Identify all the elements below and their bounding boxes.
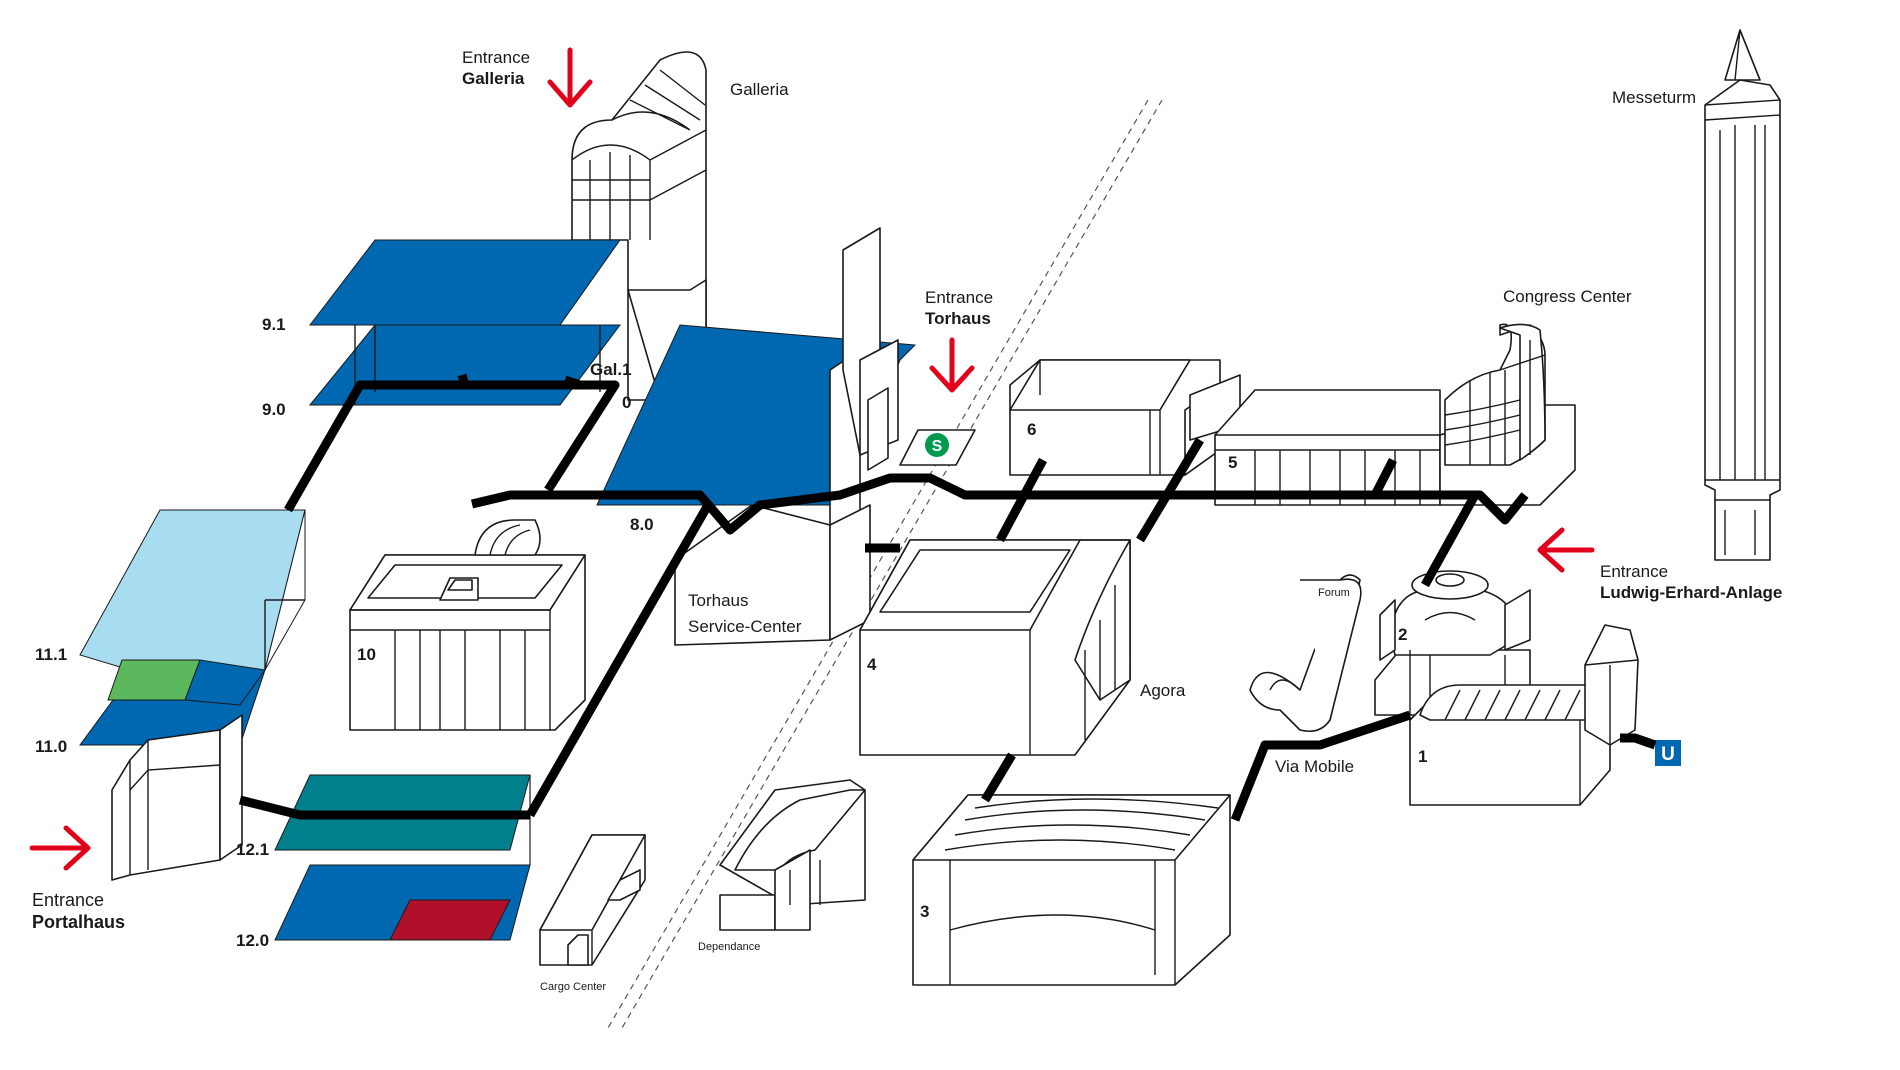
galleria-level-1-label: Gal.1 [590, 360, 632, 379]
hall-12-0-label: 12.0 [236, 931, 269, 950]
messeturm-building[interactable] [1704, 29, 1781, 561]
forum-label: Forum [1318, 587, 1350, 599]
congress-center-label: Congress Center [1503, 287, 1632, 306]
hall-11-1-label: 11.1 [35, 645, 67, 664]
svg-text:U: U [1661, 744, 1675, 765]
galleria-label: Galleria [730, 80, 789, 99]
entrance-torhaus-name: Torhaus [925, 309, 991, 328]
messeturm-label: Messeturm [1612, 88, 1696, 107]
entrance-ludwig-label: Entrance [1600, 562, 1668, 581]
hall-10[interactable] [349, 519, 586, 731]
entrance-ludwig-name: Ludwig-Erhard-Anlage [1600, 583, 1782, 602]
galleria-level-0-label: 0 [622, 393, 631, 412]
hall-1[interactable] [1409, 624, 1639, 806]
hall-3[interactable] [912, 794, 1231, 986]
torhaus-building[interactable] [674, 227, 899, 646]
sbahn-icon [925, 433, 949, 457]
hall-12[interactable] [274, 774, 531, 941]
hall-4-label: 4 [867, 655, 877, 674]
walkway-network [238, 373, 1657, 822]
entrance-portalhaus-label: Entrance [32, 890, 104, 910]
hall-9-1-label: 9.1 [262, 315, 286, 334]
hall-6[interactable] [1009, 359, 1241, 476]
agora-label: Agora [1140, 681, 1186, 700]
entrance-torhaus-label: Entrance [925, 288, 993, 307]
hall-8-0-label: 8.0 [630, 515, 654, 534]
hall-2-label: 2 [1398, 625, 1407, 644]
hall-4[interactable] [859, 539, 1131, 756]
hall-6-label: 6 [1027, 420, 1036, 439]
hall-5-label: 5 [1228, 453, 1237, 472]
entrance-portalhaus-arrow-icon[interactable] [29, 825, 91, 871]
hall-11-0-label: 11.0 [35, 737, 67, 756]
dependance-building[interactable] [719, 779, 866, 931]
entrance-torhaus-arrow-icon[interactable] [929, 337, 975, 393]
forum-building[interactable] [1249, 574, 1362, 733]
entrance-ludwig-arrow-icon[interactable] [1537, 527, 1595, 573]
hall-9-0-label: 9.0 [262, 400, 286, 419]
hall-11[interactable] [79, 509, 306, 746]
ubahn-station[interactable]: U [1655, 740, 1681, 766]
hall-2[interactable] [1374, 570, 1531, 716]
entrance-galleria-label: Entrance [462, 48, 530, 67]
railway-track [607, 99, 1163, 1029]
entrance-galleria-arrow-icon[interactable] [547, 47, 593, 108]
via-mobile-label: Via Mobile [1275, 757, 1354, 776]
dependance-label: Dependance [698, 941, 760, 953]
hall-12-1-label: 12.1 [236, 840, 269, 859]
galleria-building[interactable] [571, 51, 707, 401]
hall-10-label: 10 [357, 645, 376, 664]
portalhaus-building[interactable] [111, 714, 243, 881]
congress-center-building[interactable] [1444, 323, 1546, 466]
torhaus-service-label-1: Torhaus [688, 591, 748, 610]
entrance-portalhaus-name: Portalhaus [32, 912, 125, 932]
sbahn-station[interactable]: S [899, 429, 976, 466]
cargo-center-building[interactable] [539, 834, 646, 966]
torhaus-service-label-2: Service-Center [688, 617, 802, 636]
hall-3-label: 3 [920, 902, 929, 921]
entrance-galleria-name: Galleria [462, 69, 525, 88]
hall-1-label: 1 [1418, 747, 1427, 766]
cargo-center-label: Cargo Center [540, 981, 606, 993]
svg-text:S: S [932, 438, 943, 455]
